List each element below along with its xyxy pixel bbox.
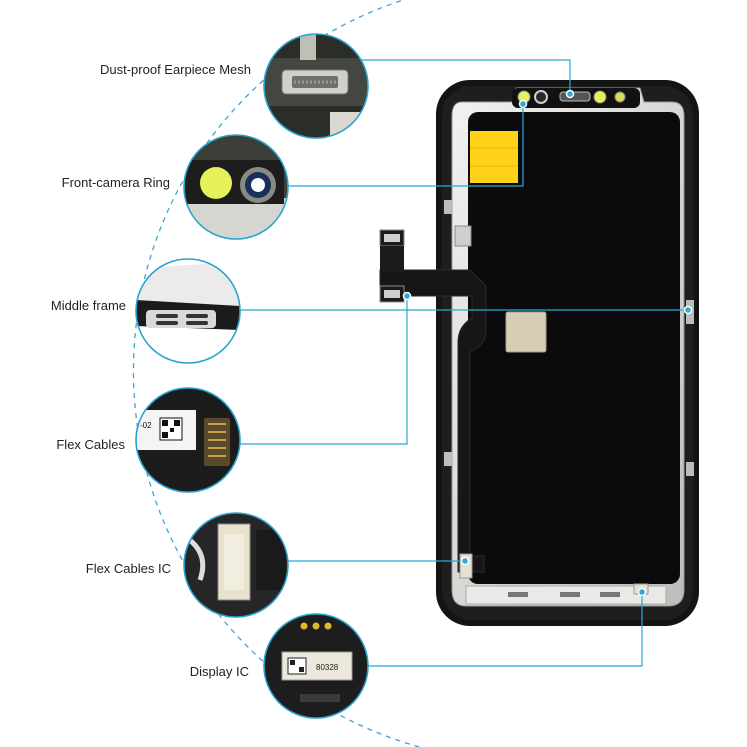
label-display-ic: Display IC bbox=[189, 664, 249, 679]
leader-lines bbox=[240, 59, 690, 667]
label-flex-cables: Flex Cables bbox=[56, 437, 125, 452]
detail-earpiece-mesh bbox=[263, 33, 369, 139]
detail-front-camera-ring bbox=[183, 134, 289, 240]
label-earpiece-mesh: Dust-proof Earpiece Mesh bbox=[99, 62, 251, 77]
earpiece-mesh-icon bbox=[559, 91, 591, 102]
panel-chip bbox=[505, 311, 547, 353]
label-front-camera-ring: Front-camera Ring bbox=[61, 175, 170, 190]
phone-screen-assembly bbox=[379, 80, 699, 626]
detail-display-ic: 80328 bbox=[263, 613, 369, 719]
flex-cable bbox=[379, 269, 487, 573]
detail-middle-frame bbox=[135, 258, 241, 364]
leader-dots bbox=[402, 89, 693, 597]
label-middle-frame: Middle frame bbox=[50, 298, 126, 313]
flex-code-text: -02 bbox=[140, 421, 152, 430]
detail-flex-cables: -02 bbox=[135, 387, 241, 493]
adhesive-tape bbox=[470, 131, 518, 183]
detail-flex-cables-ic bbox=[183, 512, 289, 618]
ic-code-text: 80328 bbox=[316, 663, 339, 672]
label-flex-cables-ic: Flex Cables IC bbox=[85, 561, 171, 576]
